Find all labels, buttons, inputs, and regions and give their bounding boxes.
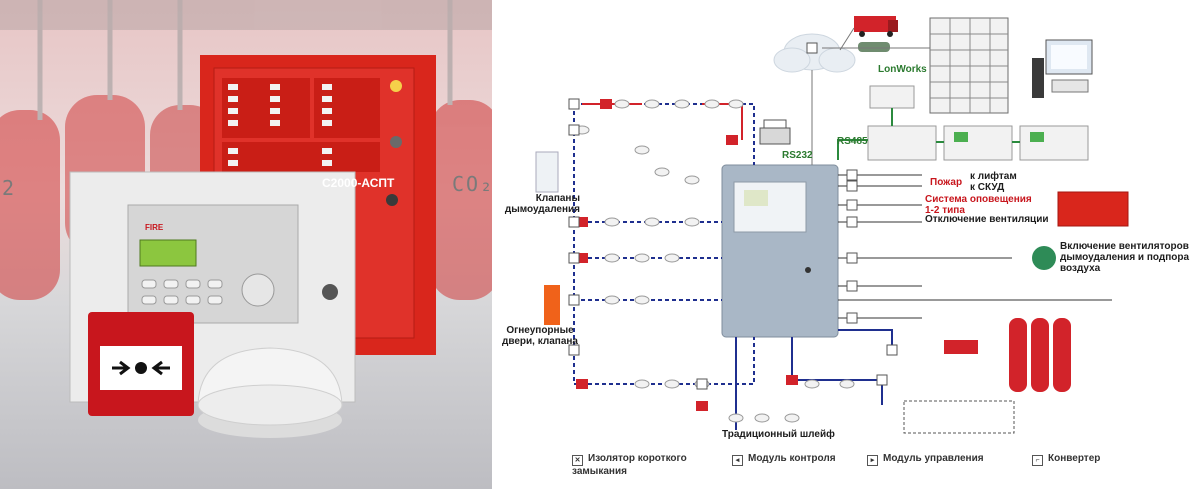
smoke-detector-icon: [604, 295, 620, 305]
gas-cylinders: [1009, 318, 1071, 392]
call-point-icon: [786, 375, 798, 385]
network-cloud: [773, 33, 856, 73]
server-rack-icon: [929, 17, 1009, 114]
module-icon: [568, 216, 580, 228]
skud-label: к СКУД: [970, 182, 1005, 193]
module-icon: [568, 294, 580, 306]
smoke-detector-icon: [614, 99, 630, 109]
rs485-label: RS485: [837, 136, 868, 147]
rs485-modules: [867, 125, 1089, 161]
call-point-icon: [576, 379, 588, 389]
fire-truck-icon: [854, 16, 898, 52]
rs232-label: RS232: [782, 150, 813, 161]
smoke-detector-icon: [664, 253, 680, 263]
smoke-detector-icon: [784, 413, 800, 423]
fire-door-icon: [544, 285, 560, 325]
pozhar-label: Пожар: [930, 177, 963, 188]
lonworks-label: LonWorks: [878, 64, 927, 75]
wire: [837, 139, 868, 160]
converter-icon: ⌐: [1032, 455, 1043, 466]
wire: [702, 103, 743, 140]
management-module-icon: ▸: [867, 455, 878, 466]
computer-icon: [1032, 39, 1093, 98]
legend-converter: ⌐Конвертер: [1032, 453, 1100, 466]
printer-icon: [759, 119, 791, 145]
vent-off-label: Отключение вентиляции: [925, 214, 1049, 225]
lift-label: к лифтам: [970, 171, 1017, 182]
smoke-detector-icon: [728, 99, 744, 109]
module-icon: [846, 169, 858, 181]
smoke-detector-icon: [704, 99, 720, 109]
module-icon: [846, 312, 858, 324]
lonworks-module: [869, 85, 915, 109]
smoke-detector-icon: [604, 253, 620, 263]
main-control-panel: [721, 164, 839, 338]
call-point-icon: [726, 135, 738, 145]
legend-management-module: ▸Модуль управления: [867, 453, 984, 466]
valves-label: Клапаны дымоудаления: [504, 193, 580, 215]
smoke-detector-icon: [728, 413, 744, 423]
smoke-detector-icon: [634, 295, 650, 305]
ventilation-unit: [1057, 191, 1129, 227]
module-icon: [568, 252, 580, 264]
fire-label: FIRE: [145, 223, 164, 232]
product-photo-art: [0, 0, 492, 438]
wire: [791, 337, 883, 405]
valve-icon: [535, 151, 559, 193]
panel-model-label: С2000-АСПТ: [322, 176, 395, 190]
doors-label: Огнеупорные двери, клапана: [502, 325, 578, 347]
wire: [839, 27, 855, 51]
module-icon: [846, 199, 858, 211]
wire: [838, 329, 893, 350]
call-point-icon: [576, 253, 588, 263]
loop-label: Традиционный шлейф: [722, 429, 835, 440]
module-icon: [846, 216, 858, 228]
cylinder-label-left: 2: [2, 176, 17, 200]
module-icon: [846, 180, 858, 192]
smoke-detector-icon: [604, 217, 620, 227]
module-icon: [846, 280, 858, 292]
fan-icon: [1032, 246, 1056, 270]
module-icon: [846, 252, 858, 264]
warning-label: Система оповещения 1-2 типа: [925, 194, 1032, 216]
smoke-detector-icon: [839, 379, 855, 389]
smoke-detector-icon: [654, 167, 670, 177]
module-icon: [876, 374, 888, 386]
module-icon: [568, 124, 580, 136]
smoke-detector-icon: [684, 217, 700, 227]
wire: [574, 103, 755, 165]
module-icon: [806, 42, 818, 54]
smoke-detector-icon: [664, 379, 680, 389]
smoke-detector-icon: [644, 99, 660, 109]
smoke-detector-icon: [634, 253, 650, 263]
control-module-icon: ◂: [732, 455, 743, 466]
legend-isolator: ✕Изолятор короткого замыкания: [572, 453, 687, 477]
vent-on-label: Включение вентиляторов дымоудаления и по…: [1060, 241, 1190, 274]
diagram-canvas: [535, 16, 1129, 434]
smoke-detector-icon: [804, 379, 820, 389]
cylinder-label: CO₂: [452, 172, 492, 196]
product-photo: С2000-АСПТ FIRE CO₂ 2: [0, 0, 492, 489]
call-point-icon: [600, 99, 612, 109]
smoke-detector-icon: [644, 217, 660, 227]
exit-sign-icon: [944, 340, 978, 354]
isolator-icon: ✕: [572, 455, 583, 466]
module-icon: [696, 378, 708, 390]
module-icon: [568, 344, 580, 356]
module-icon: [886, 344, 898, 356]
smoke-detector-icon: [684, 175, 700, 185]
wireless-group: [903, 400, 1015, 434]
wire: [573, 104, 755, 385]
smoke-detector-icon: [634, 379, 650, 389]
smoke-detector-icon: [674, 99, 690, 109]
smoke-detector-icon: [754, 413, 770, 423]
legend-control-module: ◂Модуль контроля: [732, 453, 836, 466]
module-icon: [568, 98, 580, 110]
smoke-detector-icon: [634, 145, 650, 155]
fire-system-diagram: LonWorks RS232 RS485 Клапаны дымоудалени…: [492, 0, 1200, 489]
call-point-icon: [696, 401, 708, 411]
call-point-icon: [576, 217, 588, 227]
